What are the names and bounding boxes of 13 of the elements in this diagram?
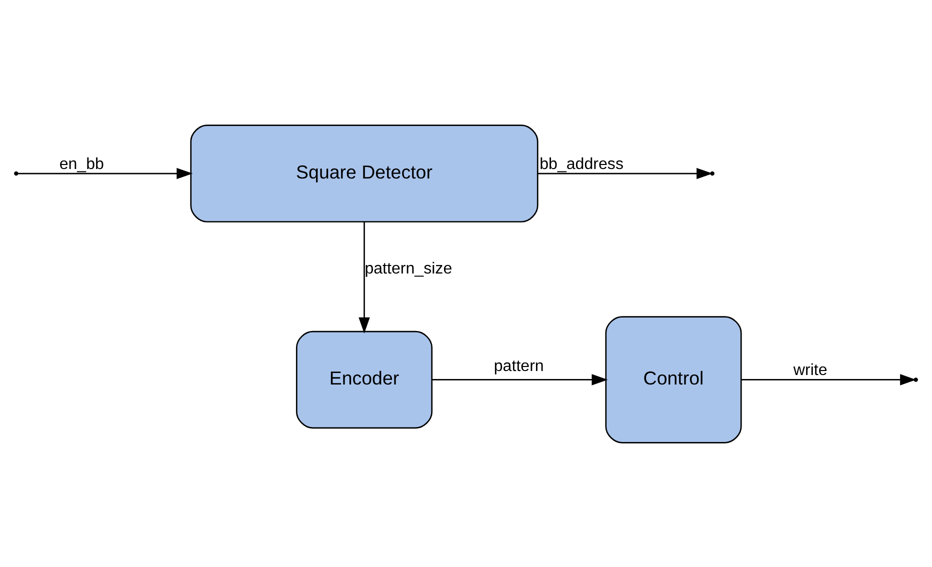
node-box: Square Detector [190, 124, 538, 222]
edge-label: pattern [494, 356, 544, 375]
edge-label: write [793, 360, 828, 379]
edge-label: bb_address [540, 154, 624, 172]
node-box: Encoder [296, 330, 433, 428]
arrow [358, 222, 370, 333]
arrow [741, 374, 916, 385]
arrow [538, 167, 713, 179]
arrow [432, 374, 608, 385]
node-box: Control [605, 316, 742, 443]
edge-label: en_bb [59, 154, 104, 172]
edge-label: pattern_size [364, 258, 452, 277]
arrow [18, 167, 193, 179]
